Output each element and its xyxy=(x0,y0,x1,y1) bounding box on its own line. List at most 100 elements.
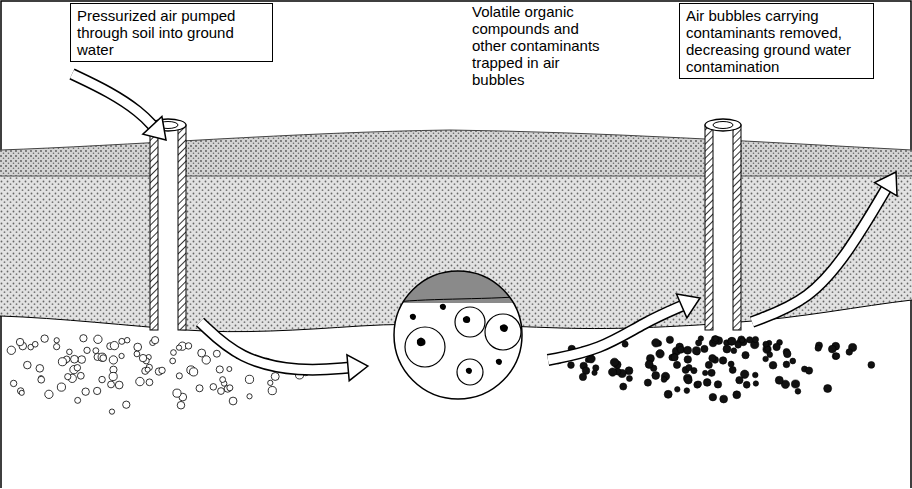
contaminated-bubble xyxy=(740,338,745,343)
contaminated-bubble xyxy=(593,365,599,371)
contaminated-bubble xyxy=(728,361,734,367)
air-bubble xyxy=(227,367,232,372)
air-bubble xyxy=(185,343,191,349)
air-bubble xyxy=(99,376,106,383)
contaminated-bubble xyxy=(691,368,697,374)
magnified-view xyxy=(390,265,530,399)
contaminated-bubble xyxy=(736,377,743,384)
air-bubble xyxy=(173,389,181,397)
contaminated-bubble xyxy=(644,379,651,386)
air-bubble xyxy=(268,387,276,395)
air-bubble xyxy=(151,337,158,344)
air-bubble xyxy=(109,356,117,364)
air-bubble xyxy=(220,377,226,383)
contaminated-bubble xyxy=(752,372,758,378)
contaminated-bubble xyxy=(719,357,726,364)
air-bubble xyxy=(115,381,123,389)
arrow-outline xyxy=(200,322,350,370)
air-bubble xyxy=(229,397,237,405)
air-bubble xyxy=(134,351,140,357)
air-bubble xyxy=(58,358,66,366)
air-bubble xyxy=(24,361,32,369)
contaminated-bubble xyxy=(795,388,801,394)
arrow-body xyxy=(548,305,684,360)
air-bubble xyxy=(196,385,203,392)
contaminated-bubble xyxy=(727,338,735,346)
contaminated-bubble xyxy=(671,354,678,361)
contaminated-bubble xyxy=(805,367,812,374)
air-bubble xyxy=(218,388,225,395)
contaminated-bubble xyxy=(692,347,700,355)
air-bubble xyxy=(271,373,279,381)
contaminated-bubble xyxy=(673,361,680,368)
contaminated-bubble xyxy=(828,345,836,353)
air-bubble xyxy=(78,356,86,364)
callout-box: Air bubbles carrying contaminants remove… xyxy=(679,3,874,79)
arrow-outline xyxy=(72,74,154,127)
contaminated-bubble xyxy=(675,387,680,392)
air-bubble xyxy=(213,350,220,357)
contaminated-bubble xyxy=(767,352,773,358)
air-bubble xyxy=(71,355,79,363)
contaminated-bubble xyxy=(769,361,777,369)
air-bubble xyxy=(84,347,90,353)
contaminated-bubble xyxy=(775,376,783,384)
contaminated-bubble xyxy=(626,376,632,382)
contaminated-bubble xyxy=(784,350,791,357)
contaminated-bubble xyxy=(568,362,575,369)
flow-arrow xyxy=(752,172,897,322)
air-bubble xyxy=(57,383,65,391)
contaminated-bubble xyxy=(703,370,708,375)
air-bubble xyxy=(124,337,129,342)
air-bubble xyxy=(45,390,53,398)
contaminated-bubble xyxy=(824,385,832,393)
arrow-body xyxy=(752,188,887,322)
air-bubble xyxy=(245,375,253,383)
flow-arrows xyxy=(72,74,897,381)
air-bubble xyxy=(202,356,210,364)
air-bubble xyxy=(119,338,125,344)
arrow-body xyxy=(72,74,154,127)
air-bubble xyxy=(119,353,124,358)
contaminated-bubble xyxy=(752,336,758,342)
arrow-outline xyxy=(548,305,684,360)
contaminated-bubble xyxy=(652,372,660,380)
extraction-well xyxy=(705,119,741,330)
contaminated-bubble xyxy=(708,369,715,376)
contaminated-bubble xyxy=(579,373,586,380)
contaminated-bubble xyxy=(666,336,673,343)
air-bubble xyxy=(38,376,45,383)
air-bubble xyxy=(16,338,23,345)
contaminated-bubble xyxy=(747,337,753,343)
contaminated-bubble xyxy=(620,383,627,390)
air-bubble xyxy=(65,374,71,380)
contaminated-bubble xyxy=(753,381,758,386)
soil-layer xyxy=(0,130,912,176)
contaminated-bubble xyxy=(763,341,769,347)
air-bubble xyxy=(93,387,100,394)
air-bubble xyxy=(159,367,165,373)
air-bubble xyxy=(176,373,182,379)
air-bubble xyxy=(93,348,99,354)
contaminated-bubble xyxy=(742,352,749,359)
air-bubble xyxy=(32,341,38,347)
contaminated-bubble xyxy=(709,393,716,400)
contaminated-bubble xyxy=(694,381,701,388)
contaminated-bubble xyxy=(723,345,731,353)
contaminated-bubble xyxy=(773,343,780,350)
air-bubble xyxy=(177,401,185,409)
flow-arrow xyxy=(72,74,166,140)
contaminated-bubble xyxy=(684,346,692,354)
annotation-text: Volatile organic compounds and other con… xyxy=(472,3,607,88)
contaminated-bubble xyxy=(696,381,702,387)
air-bubble xyxy=(108,381,115,388)
air-bubble xyxy=(10,380,16,386)
contaminated-bubble xyxy=(713,336,719,342)
contaminated-bubble xyxy=(833,353,839,359)
arrow-head xyxy=(676,294,700,318)
air-bubble xyxy=(41,335,48,342)
contaminated-bubble xyxy=(868,361,875,368)
contaminated-bubble xyxy=(815,345,821,351)
air-bubble xyxy=(94,335,102,343)
